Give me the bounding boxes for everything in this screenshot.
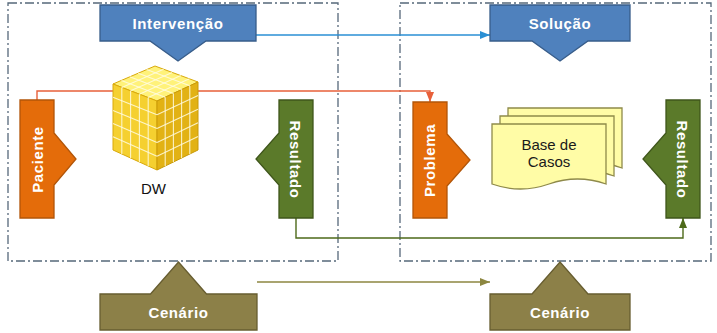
cube-grid-line (148, 98, 149, 166)
cube-grid-line (139, 94, 140, 162)
node-shape (100, 5, 256, 61)
cube-grid-line (121, 87, 122, 154)
node-shape (490, 262, 630, 330)
flow-connector (37, 91, 430, 102)
cube-grid-line (131, 72, 173, 90)
cube-grid-line (147, 70, 190, 86)
flow-connector (256, 34, 490, 35)
node-label-area: Solução (490, 5, 630, 41)
node-label: Paciente (29, 126, 46, 193)
cube-grid-line (139, 76, 180, 95)
patient-box: Paciente (20, 100, 76, 218)
flow-connector (257, 281, 490, 282)
cube-grid-line (189, 86, 190, 154)
node-label: Resultado (288, 120, 305, 198)
cube-grid-line (122, 69, 164, 87)
cube-grid-line (130, 91, 131, 158)
node-label: Resultado (675, 120, 692, 198)
cube-grid-line (130, 77, 174, 94)
cube-grid-line (121, 80, 165, 97)
node-label-area: Base de Casos (492, 124, 606, 182)
node-shape (100, 262, 257, 330)
node-shape (492, 124, 606, 189)
cube-grid (113, 69, 198, 166)
cube-grid-line (113, 97, 157, 115)
node-label-area: Resultado (279, 100, 313, 218)
node-label-area: Problema (413, 102, 447, 218)
node-label: Solução (529, 15, 592, 32)
node-label-area: Intervenção (100, 5, 256, 41)
cube-grid-line (181, 90, 182, 158)
node-shape (490, 5, 630, 61)
node-label-area: Paciente (20, 100, 54, 218)
node-outline (490, 5, 630, 61)
node-shape (413, 102, 470, 218)
node-label: Intervenção (133, 15, 224, 32)
node-label: Cenário (530, 304, 590, 321)
scenario-box: Cenário (490, 262, 630, 330)
cube-grid-line (157, 136, 198, 156)
node-label-area: Cenário (490, 294, 630, 330)
node-outline (20, 100, 76, 218)
cube-grid-line (138, 73, 181, 89)
cube-grid-line (113, 137, 157, 156)
cube-face (157, 82, 198, 170)
cube-grid-line (148, 79, 189, 98)
problem-box: Problema (413, 102, 470, 218)
cube-grid-line (173, 93, 174, 162)
group-frame (400, 3, 711, 261)
node-shape (20, 100, 76, 218)
scenario-box: Cenário (100, 262, 257, 330)
node-label: Base de Casos (510, 136, 588, 171)
node-shape (643, 100, 700, 218)
group-frame (8, 3, 338, 261)
result-box: Resultado (643, 100, 700, 218)
cube-caption: DW (141, 180, 166, 197)
case-base-document: Base de Casos (492, 108, 630, 194)
flow-connector (296, 218, 683, 238)
cube-grid-line (165, 97, 166, 166)
node-label-area: Resultado (666, 100, 700, 218)
node-label-area: Cenário (100, 294, 257, 330)
node-label: Cenário (148, 304, 208, 321)
node-label: Problema (422, 123, 439, 196)
result-box: Resultado (256, 100, 313, 218)
intervention-box: Intervenção (100, 5, 256, 61)
solution-box: Solução (490, 5, 630, 61)
node-shape (256, 100, 313, 218)
node-outline (100, 5, 256, 61)
